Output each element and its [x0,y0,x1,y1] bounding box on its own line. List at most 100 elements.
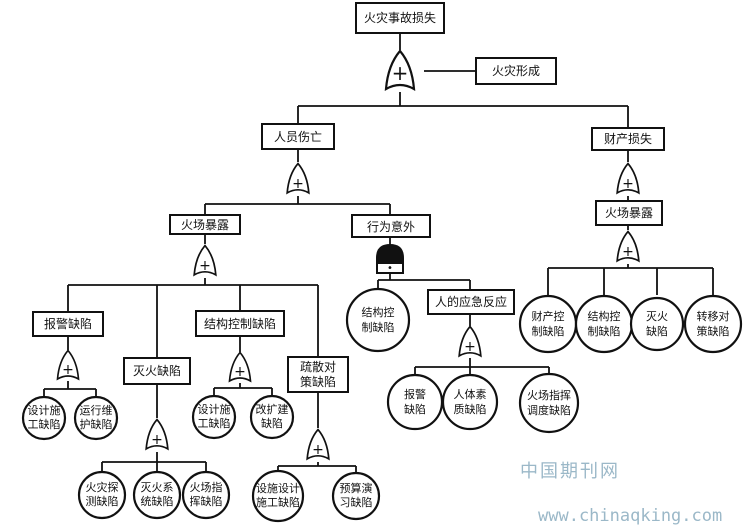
basic-event-fire-command-defect: 火场指 挥缺陷 [181,470,231,520]
gate-symbol: + [234,364,246,380]
event-box-emergency-reaction: 人的应急反应 [427,289,515,315]
label-line-1: 转移对 [697,309,730,323]
label-line-2: 调度缺陷 [527,403,571,417]
label: 火灾事故损失 [364,10,436,25]
basic-event-alarm-defect-circle: 报警 缺陷 [386,373,444,431]
label: 火场暴露 [605,206,653,220]
label-line-1: 预算演 [340,481,373,495]
gate-symbol: + [312,442,324,458]
basic-event-transfer-defect: 转移对 策缺陷 [683,294,743,354]
label-line-2: 质缺陷 [454,402,487,416]
event-box-structure-control-defect: 结构控制缺陷 [195,310,285,337]
event-box-fire-exposure-left: 火场暴露 [169,214,241,235]
label-line-2: 测缺陷 [86,494,119,508]
label-line-1: 财产控 [532,309,565,323]
label-line-2: 制缺陷 [588,324,621,338]
label-line-1: 结构控 [588,309,621,323]
label-line-1: 疏散对 [300,359,336,374]
event-box-fire-exposure-right: 火场暴露 [595,200,663,226]
label: 人员伤亡 [274,130,322,144]
event-box-extinguish-defect: 灭火缺陷 [123,357,191,385]
label-line-2: 策缺陷 [697,324,730,338]
basic-event-design-construction-defect-1: 设计施 工缺陷 [21,395,67,441]
gate-symbol: + [292,176,304,192]
or-gate-alarm: + [56,349,80,381]
or-gate-property: + [616,162,640,195]
label: 报警缺陷 [44,316,92,331]
label-line-1: 火场指挥 [527,388,571,402]
event-box-alarm-defect: 报警缺陷 [32,311,104,337]
label-line-2: 缺陷 [261,416,283,430]
gate-symbol: • [387,263,393,274]
gate-symbol: + [199,258,211,274]
gate-symbol: + [151,432,163,448]
basic-event-human-quality-defect: 人体素 质缺陷 [441,373,499,431]
label-line-1: 灭火 [646,310,668,323]
label-line-1: 人体素 [454,387,487,401]
basic-event-extinguish-defect-right: 灭火 缺陷 [629,296,685,352]
gate-symbol: + [622,244,634,260]
label-line-1: 设计施 [198,403,231,416]
or-gate-extinguish: + [145,418,169,451]
label-line-1: 报警 [404,387,426,401]
label: 行为意外 [367,219,415,234]
watermark: 中国期刊网 www.chinaqking.com [520,461,722,526]
basic-event-fire-dispatch-defect: 火场指挥 调度缺陷 [518,372,580,434]
basic-event-fire-detection-defect: 火灾探 测缺陷 [77,470,127,520]
basic-event-facility-design-defect: 设施设计 施工缺陷 [251,469,305,523]
gate-symbol: + [392,61,409,85]
label-line-2: 工缺陷 [198,416,231,430]
label-line-2: 制缺陷 [362,320,395,334]
label-line-2: 习缺陷 [340,495,373,509]
label-line-1: 改扩建 [256,402,289,416]
label-line-1: 设施设计 [256,482,300,495]
watermark-cn: 中国期刊网 [520,461,620,482]
label-line-1: 灭火系 [141,481,174,494]
event-box-top-event: 火灾事故损失 [355,2,445,34]
basic-event-design-construction-defect-2: 设计施 工缺陷 [191,394,237,440]
label-line-2: 制缺陷 [532,324,565,338]
label-line-2: 施工缺陷 [256,495,300,509]
or-gate-top: + [384,49,416,91]
basic-event-improvement-defect: 改扩建 缺陷 [249,394,295,440]
basic-event-property-control-defect: 财产控 制缺陷 [518,294,578,354]
basic-event-structure-control-defect-circle: 结构控 制缺陷 [345,287,411,353]
event-box-accident: 行为意外 [351,214,431,238]
event-box-personnel-injury: 人员伤亡 [261,123,335,150]
label-line-1: 运行维 [80,404,113,417]
label: 结构控制缺陷 [204,316,276,331]
label-line-2: 挥缺陷 [190,494,223,508]
or-gate-fire-exposure-left: + [193,244,217,277]
event-box-evacuation-defect: 疏散对 策缺陷 [287,356,349,393]
or-gate-emergency: + [458,325,482,358]
label-line-1: 火灾探 [86,480,119,494]
label-line-1: 火场指 [190,480,223,494]
gate-symbol: + [622,176,634,192]
or-gate-fire-exposure-right: + [616,230,640,263]
label: 灭火缺陷 [133,363,181,378]
basic-event-structure-control-defect-right: 结构控 制缺陷 [574,294,634,354]
label: 火灾形成 [492,63,540,78]
or-gate-personnel: + [286,162,310,195]
gate-symbol: + [464,339,476,355]
or-gate-evacuation: + [306,428,330,461]
basic-event-operation-maintenance-defect: 运行维 护缺陷 [73,395,119,441]
gate-symbol: + [62,362,74,378]
label-line-2: 策缺陷 [300,374,336,389]
event-box-property-loss: 财产损失 [591,127,665,151]
label-line-2: 护缺陷 [80,417,113,431]
label-line-2: 工缺陷 [28,417,61,431]
basic-event-fire-system-defect: 灭火系 统缺陷 [132,470,182,520]
label: 火场暴露 [181,218,229,232]
label: 财产损失 [604,131,652,146]
label-line-2: 缺陷 [646,324,668,338]
and-gate-accident: • [376,243,404,274]
label-line-1: 设计施 [28,404,61,417]
label-line-2: 缺陷 [404,402,426,416]
label-line-1: 结构控 [362,305,395,319]
or-gate-structure-control: + [228,351,252,383]
basic-event-drill-defect: 预算演 习缺陷 [331,471,381,521]
event-box-fire-formed: 火灾形成 [475,57,557,85]
label: 人的应急反应 [435,294,507,309]
